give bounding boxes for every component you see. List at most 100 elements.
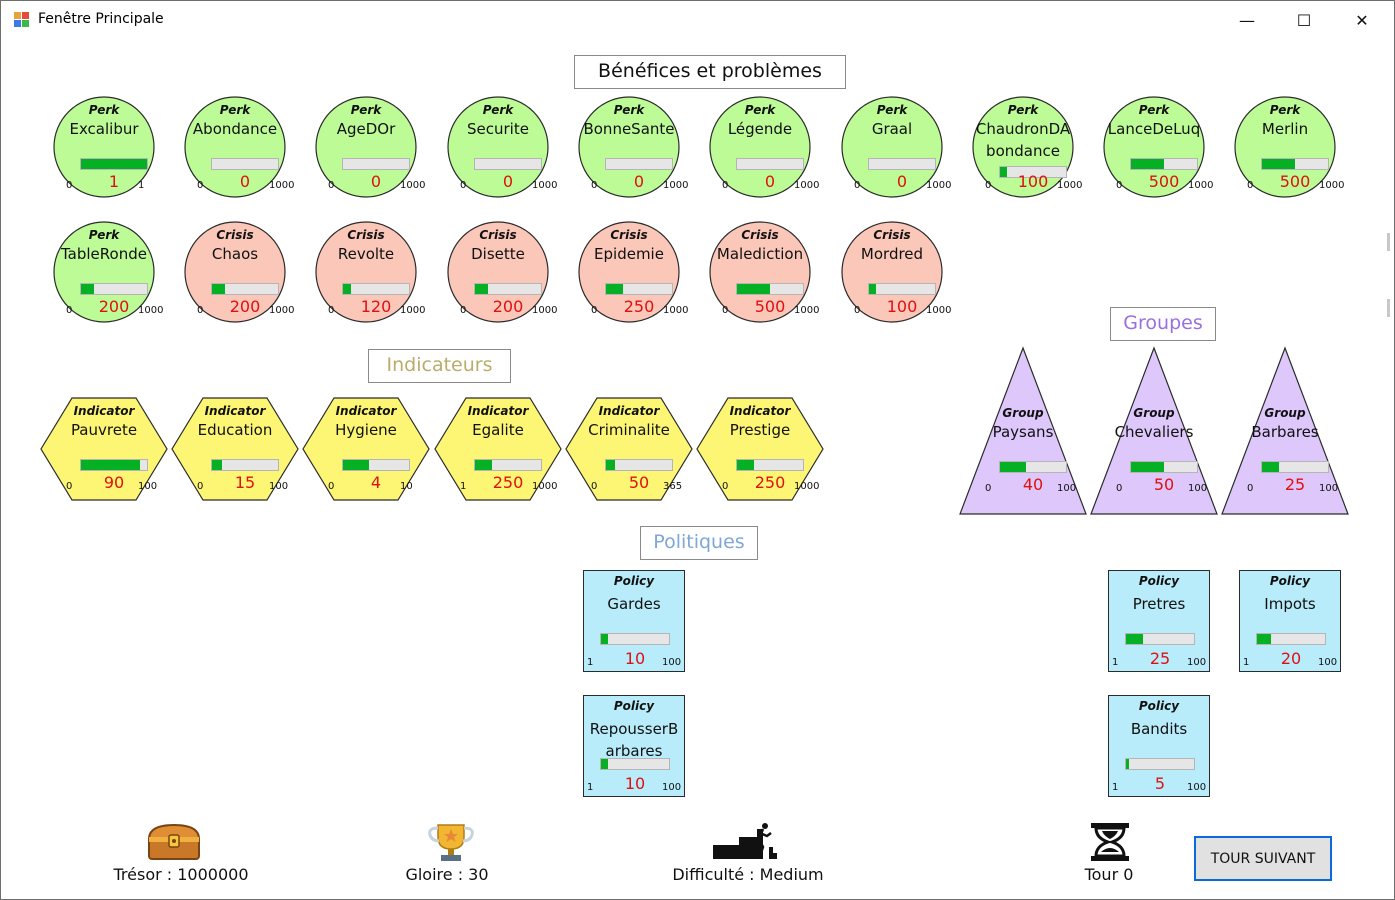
value-label: 500 [1148,172,1180,191]
max-label: 1000 [663,180,689,191]
min-label: 0 [328,305,335,316]
kind-label: Crisis [479,228,517,242]
kind-label: Policy [1138,699,1180,713]
circle-shape [841,221,943,323]
min-label: 0 [591,305,598,316]
min-label: 0 [66,180,73,191]
kind-label: Group [1002,406,1044,420]
kind-label: Perk [1138,103,1170,117]
circle-shape [578,221,680,323]
name-label: Hygiene [335,421,397,439]
value-label: 0 [896,172,908,191]
kind-label: Perk [876,103,908,117]
progress-bar [1130,461,1198,473]
circle-shape [709,221,811,323]
min-label: 0 [591,180,598,191]
circle-shape [1103,96,1205,198]
minimize-button[interactable]: — [1239,10,1255,30]
min-label: 0 [66,305,73,316]
name-label: BonneSante [583,120,675,138]
min-label: 0 [722,481,729,492]
progress-fill [343,460,370,470]
value-label: 10 [624,774,646,793]
value-label: 40 [1022,475,1044,494]
hexagon-shape [434,397,562,501]
name-label: AgeDOr [336,120,396,138]
progress-fill [343,284,351,294]
progress-bar [868,158,936,170]
min-label: 0 [328,481,335,492]
max-label: 1000 [532,180,558,191]
name-label: LanceDeLuq [1107,120,1201,138]
max-label: 100 [1187,657,1207,668]
name-label: Criminalite [588,421,670,439]
hexagon-shape [40,397,168,501]
kind-label: Crisis [610,228,648,242]
next-turn-button[interactable]: TOUR SUIVANT [1194,836,1332,881]
kind-label: Policy [613,574,655,588]
progress-bar [211,158,279,170]
progress-bar [600,758,670,770]
progress-bar [868,283,936,295]
value-label: 250 [754,473,786,492]
circle-shape [709,96,811,198]
maximize-button[interactable]: ☐ [1296,10,1312,30]
kind-label: Perk [744,103,776,117]
progress-bar [474,459,542,471]
progress-fill [212,460,222,470]
name-label: TableRonde [61,245,147,263]
circle-shape [578,96,680,198]
name-label: Mordred [860,245,924,263]
progress-fill [869,284,876,294]
progress-fill [1126,759,1130,769]
kind-label: Perk [350,103,382,117]
value-label: 500 [1279,172,1311,191]
name-label: ChaudronDAbondance [975,120,1071,160]
hexagon-shape [171,397,299,501]
progress-fill [1262,159,1295,169]
min-label: 0 [854,180,861,191]
kind-label: Policy [613,699,655,713]
close-button[interactable]: ✕ [1355,10,1369,30]
progress-bar [80,283,148,295]
section-title-groupes: Groupes [1110,307,1216,341]
kind-label: Perk [219,103,251,117]
name-label: Malediction [716,245,804,263]
name-label: Excalibur [69,120,139,138]
progress-fill [1257,634,1271,644]
trophy-icon [426,821,476,867]
progress-bar [1130,158,1198,170]
kind-label: Group [1264,406,1306,420]
